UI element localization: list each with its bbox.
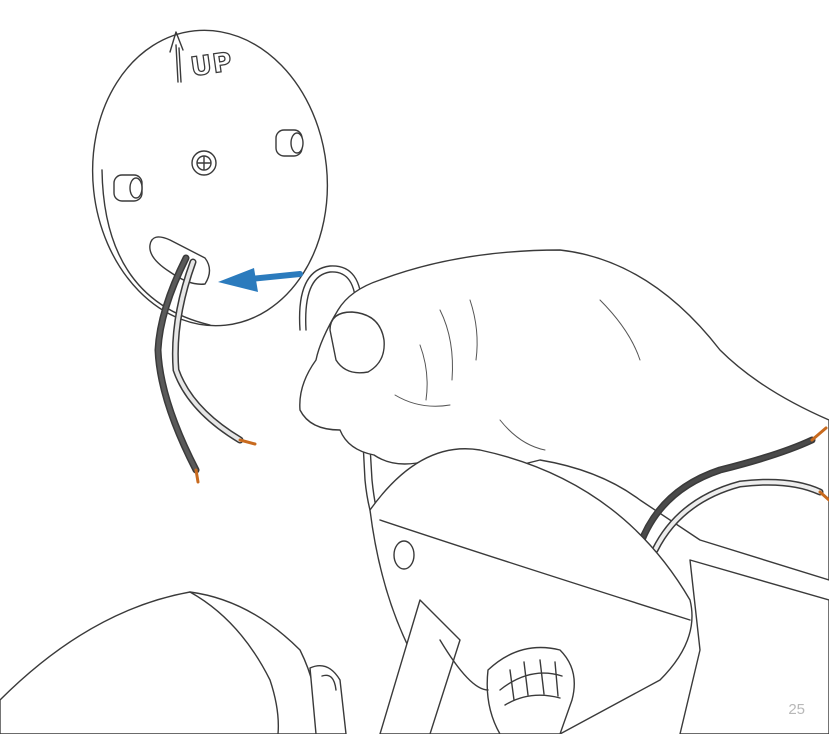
mounting-post-right <box>276 130 303 156</box>
fixture-knob <box>487 648 574 734</box>
mounting-post-left <box>114 175 142 201</box>
plate-up-label: UP <box>189 47 235 83</box>
lamp-head <box>0 592 346 734</box>
mounting-plate: UP <box>78 19 342 338</box>
fixture-hole <box>394 541 414 569</box>
page-number: 25 <box>788 701 805 718</box>
screw-icon <box>192 151 216 175</box>
